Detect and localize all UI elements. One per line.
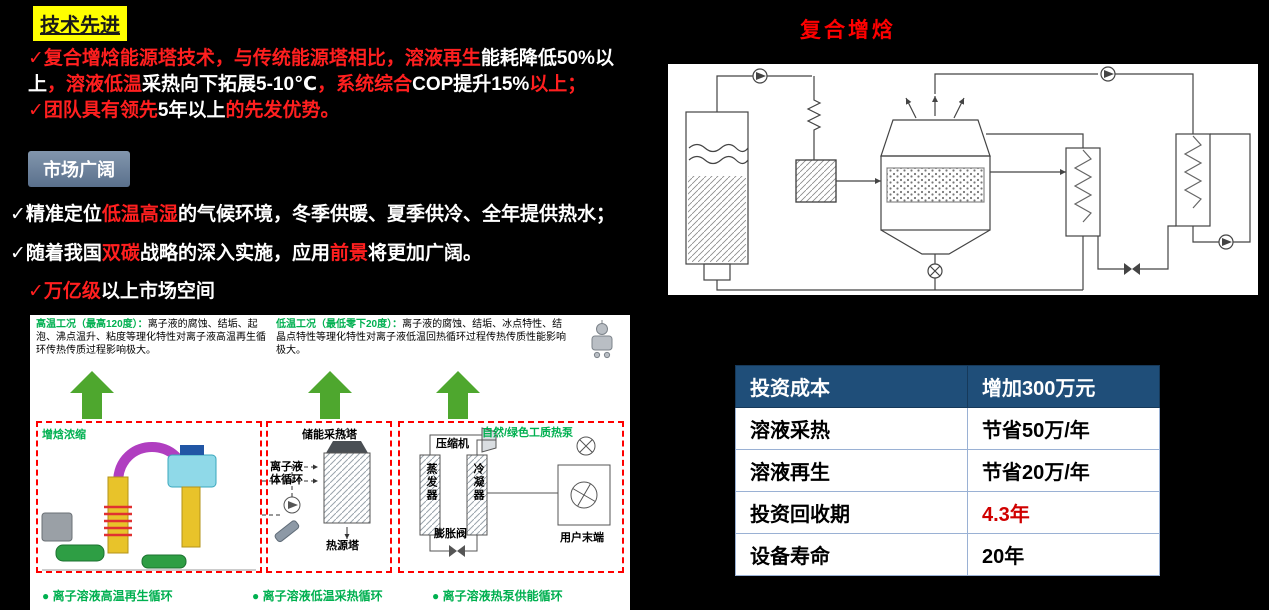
table-row: 投资回收期 4.3年 (735, 491, 1160, 534)
low-temp-note: 低温工况（最低零下20度）：离子液的腐蚀、结垢、冰点特性、结晶点特性等理化特性对… (276, 319, 566, 357)
table-cell-label: 投资回收期 (735, 491, 968, 534)
high-temp-note: 高温工况（最高120度）：离子液的腐蚀、结垢、起泡、沸点温升、粘度等理化特性对离… (36, 319, 266, 357)
table-cell-value: 增加300万元 (967, 365, 1160, 408)
loop-box-heat-pump (398, 421, 624, 573)
investment-table: 投资成本 增加300万元 溶液采热 节省50万/年 溶液再生 节省20万/年 投… (735, 365, 1160, 576)
process-flow-panel (668, 64, 1258, 295)
label-heat-source-tower: 热源塔 (326, 540, 359, 552)
section-title-tech: 技术先进 (33, 6, 127, 41)
process-flow-diagram (685, 66, 1251, 291)
legend-heat-pump-loop: ● 离子溶液热泵供能循环 (432, 589, 563, 603)
label-user-terminal: 用户末端 (560, 532, 604, 544)
legend-heat-collection-loop: ● 离子溶液低温采热循环 (252, 589, 383, 603)
table-row: 溶液采热 节省50万/年 (735, 407, 1160, 450)
label-ionic-loop: 离子液体循环 (270, 461, 303, 486)
table-cell-label: 溶液采热 (735, 407, 968, 450)
enthalpy-concentration-equipment (41, 442, 256, 571)
table-cell-value: 20年 (967, 533, 1160, 576)
tech-bullets: ✓复合增焓能源塔技术，与传统能源塔相比，溶液再生能耗降低50%以上，溶液低温采热… (28, 46, 644, 125)
label-expansion-valve: 膨胀阀 (434, 528, 467, 540)
table-cell-value: 节省20万/年 (967, 449, 1160, 492)
table-row: 溶液再生 节省20万/年 (735, 449, 1160, 492)
label-condenser: 冷凝器 (472, 463, 484, 502)
label-enthalpy-concentration: 增焓浓缩 (42, 429, 86, 441)
label-evaporator: 蒸发器 (425, 463, 437, 502)
table-row: 设备寿命 20年 (735, 533, 1160, 576)
label-natural-heat-pump: 自然/绿色工质热泵 (482, 427, 574, 439)
table-cell-value: 4.3年 (967, 491, 1160, 534)
loop-box-heat-collection (266, 421, 392, 573)
legend-regeneration-loop: ● 离子溶液高温再生循环 (42, 589, 173, 603)
market-bullet-2: ✓随着我国双碳战略的深入实施，应用前景将更加广阔。 (10, 243, 482, 264)
loop-box-regeneration (36, 421, 262, 573)
storage-tower-equipment (262, 427, 371, 543)
market-bullet-3: ✓万亿级以上市场空间 (28, 281, 215, 302)
table-row: 投资成本 增加300万元 (735, 365, 1160, 408)
tech-bullet-1: ✓复合增焓能源塔技术，与传统能源塔相比，溶液再生能耗降低50%以上，溶液低温采热… (28, 48, 614, 96)
market-bullet-1: ✓精准定位低温高湿的气候环境，冬季供暖、夏季供冷、全年提供热水； (10, 204, 615, 225)
robot-icon (591, 320, 613, 359)
label-storage-tower: 储能采热塔 (302, 429, 357, 441)
tech-bullet-2: ✓团队具有领先5年以上的先发优势。 (28, 100, 340, 122)
table-cell-value: 节省50万/年 (967, 407, 1160, 450)
table-cell-label: 投资成本 (735, 365, 968, 408)
ionic-solution-diagram-panel: 高温工况（最高120度）：离子液的腐蚀、结垢、起泡、沸点温升、粘度等理化特性对离… (30, 315, 630, 610)
table-cell-label: 设备寿命 (735, 533, 968, 576)
heat-pump-equipment (419, 427, 611, 557)
table-cell-label: 溶液再生 (735, 449, 968, 492)
right-section-title: 复合增焓 (800, 19, 896, 42)
section-title-market: 市场广阔 (28, 151, 130, 187)
label-compressor: 压缩机 (436, 438, 469, 450)
ionic-solution-diagram (41, 320, 613, 571)
up-arrow-icon (70, 371, 480, 419)
